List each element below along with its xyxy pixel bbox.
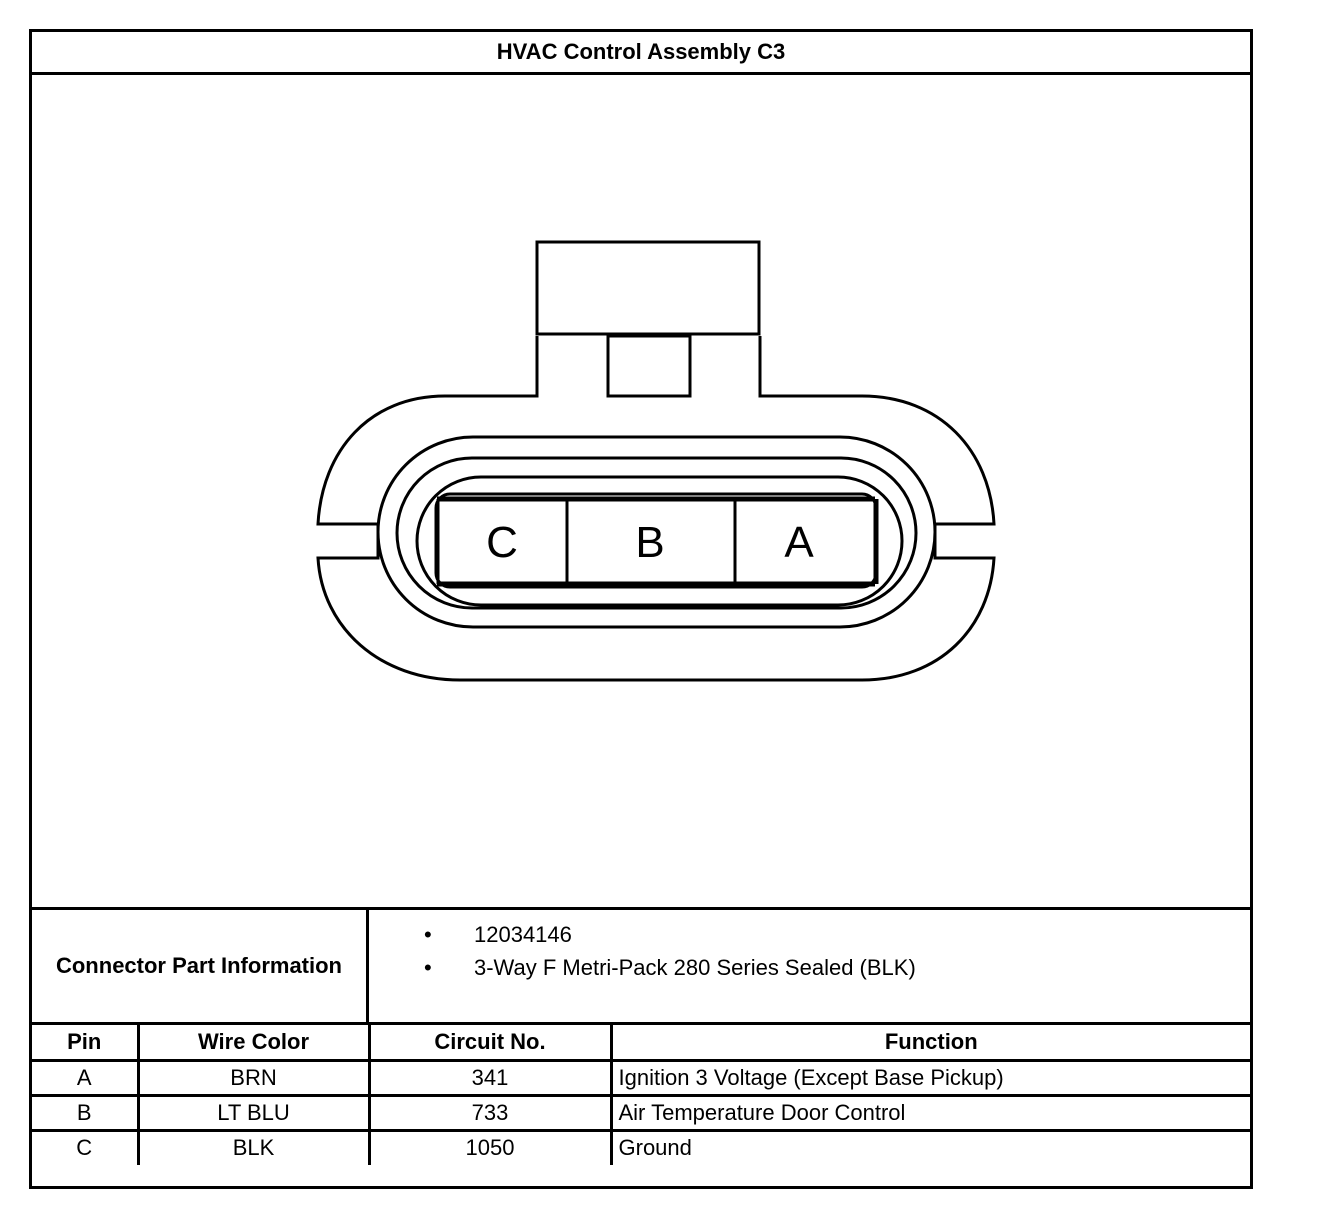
cell-circuit-no: 733 — [367, 1093, 613, 1132]
cell-wire-color: LT BLU — [136, 1093, 371, 1132]
page-title: HVAC Control Assembly C3 — [32, 32, 1250, 75]
seal-ring-middle — [395, 456, 918, 610]
connector-face-svg: C B A — [316, 240, 996, 682]
cavity-label-c: C — [486, 518, 518, 567]
table-header-row: Pin Wire Color Circuit No. Function — [32, 1025, 1250, 1062]
cavity-label-b: B — [635, 518, 664, 567]
header-wire-color: Wire Color — [136, 1025, 371, 1062]
part-info-item: • 3-Way F Metri-Pack 280 Series Sealed (… — [369, 955, 1250, 988]
cell-pin: B — [32, 1093, 140, 1132]
part-info-label: Connector Part Information — [32, 910, 369, 1022]
cell-function: Ground — [609, 1128, 1250, 1165]
cavity-label-a: A — [784, 518, 814, 567]
part-info-item: • 12034146 — [369, 922, 1250, 955]
cell-circuit-no: 1050 — [367, 1128, 613, 1165]
cell-wire-color: BRN — [136, 1058, 371, 1097]
cell-function: Air Temperature Door Control — [609, 1093, 1250, 1132]
seal-ring-inner — [415, 475, 904, 607]
cell-function: Ignition 3 Voltage (Except Base Pickup) — [609, 1058, 1250, 1097]
part-number: 12034146 — [474, 922, 572, 947]
connector-sheet: HVAC Control Assembly C3 — [29, 29, 1253, 1189]
cell-circuit-no: 341 — [367, 1058, 613, 1097]
header-pin: Pin — [32, 1025, 140, 1062]
seal-ring-outer — [376, 435, 937, 629]
cell-pin: A — [32, 1058, 140, 1097]
pin-table: Pin Wire Color Circuit No. Function A BR… — [32, 1025, 1250, 1165]
housing-outline — [316, 336, 996, 682]
connector-face-diagram: C B A — [32, 75, 1250, 907]
part-info-list: • 12034146 • 3-Way F Metri-Pack 280 Seri… — [369, 910, 1250, 1022]
bullet-icon: • — [424, 955, 432, 980]
table-row: C BLK 1050 Ground — [32, 1128, 1250, 1165]
connector-description: 3-Way F Metri-Pack 280 Series Sealed (BL… — [474, 955, 916, 980]
table-row: A BRN 341 Ignition 3 Voltage (Except Bas… — [32, 1058, 1250, 1097]
lock-tab-latch — [606, 334, 692, 398]
cell-pin: C — [32, 1128, 140, 1165]
header-circuit-no: Circuit No. — [367, 1025, 613, 1062]
connector-part-information: Connector Part Information • 12034146 • … — [32, 907, 1250, 1025]
cell-wire-color: BLK — [136, 1128, 371, 1165]
table-row: B LT BLU 733 Air Temperature Door Contro… — [32, 1093, 1250, 1132]
header-function: Function — [609, 1025, 1250, 1062]
lock-tab — [535, 240, 761, 336]
bullet-icon: • — [424, 922, 432, 947]
